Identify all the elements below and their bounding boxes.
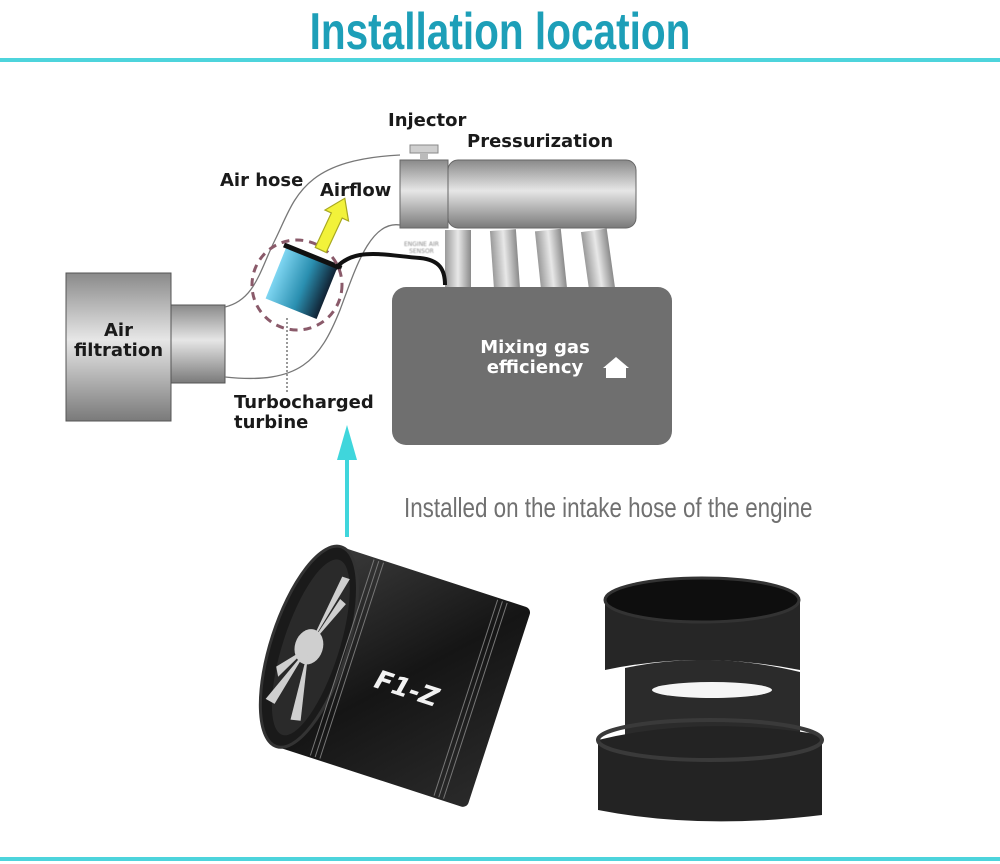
airflow-label: Airflow <box>320 180 392 201</box>
airflow-arrow-icon <box>314 197 350 254</box>
turbocharged-turbine-label: Turbocharged turbine <box>234 393 374 433</box>
turbo-label-line1: Turbocharged <box>234 392 374 413</box>
air-filtration-line1: Air <box>104 320 133 341</box>
turbo-highlight <box>250 238 344 332</box>
pressurization-label: Pressurization <box>467 131 614 152</box>
turbo-fan-product <box>258 544 531 807</box>
engine-air-sensor-label: ENGINE AIR SENSOR <box>404 241 439 255</box>
injector-label: Injector <box>388 110 467 131</box>
air-filtration-line2: filtration <box>73 340 164 361</box>
turbo-label-line2: turbine <box>234 412 309 433</box>
air-filtration-label: Air filtration <box>66 321 171 361</box>
page-title: Installation location <box>309 3 691 61</box>
sensor-wire <box>328 251 447 286</box>
top-divider <box>0 58 1000 62</box>
air-filter <box>65 272 226 422</box>
intake-manifold <box>399 144 637 292</box>
engine-label-line2: efficiency <box>486 357 584 378</box>
engine-efficiency-label: Mixing gas efficiency <box>470 338 600 378</box>
rubber-adapter-rings <box>596 576 824 822</box>
installation-caption: Installed on the intake hose of the engi… <box>404 492 813 523</box>
air-hose <box>224 154 401 380</box>
arrow-up-icon <box>337 425 357 537</box>
engine-label-line1: Mixing gas <box>480 337 590 358</box>
air-hose-label: Air hose <box>220 170 304 191</box>
bottom-divider <box>0 857 1000 861</box>
home-icon <box>603 357 629 378</box>
sensor-label-line1: ENGINE AIR <box>404 241 439 248</box>
engine-block <box>392 287 672 445</box>
sensor-label-line2: SENSOR <box>409 248 434 255</box>
